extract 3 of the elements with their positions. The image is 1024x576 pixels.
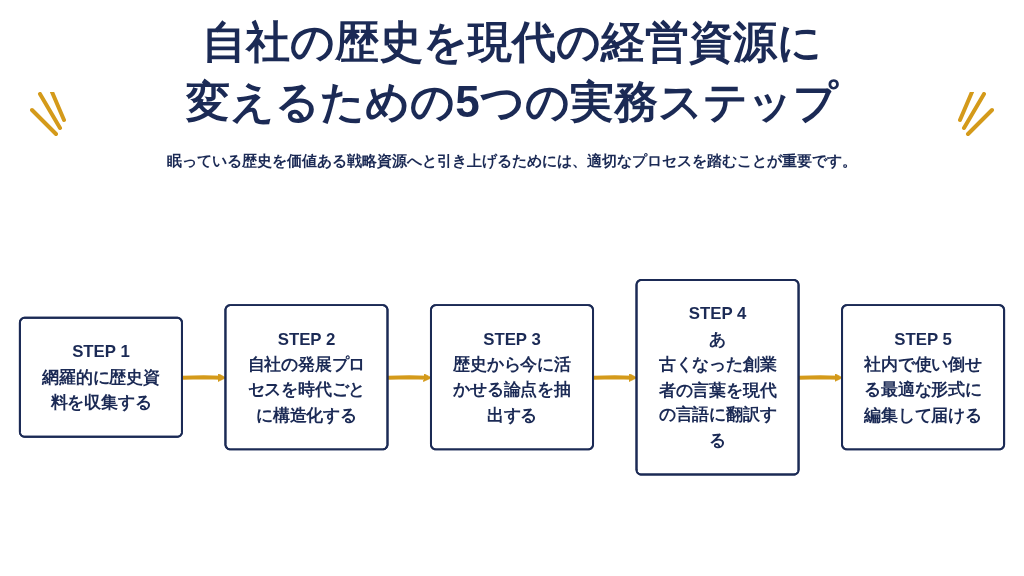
subtitle: 眠っている歴史を価値ある戦略資源へと引き上げるためには、適切なプロセスを踏むことが重要です。 — [167, 151, 857, 171]
arrow — [799, 372, 843, 382]
title: 自社の歴史を現代の経営資源に変えるための5つの実務ステップ — [185, 16, 840, 128]
